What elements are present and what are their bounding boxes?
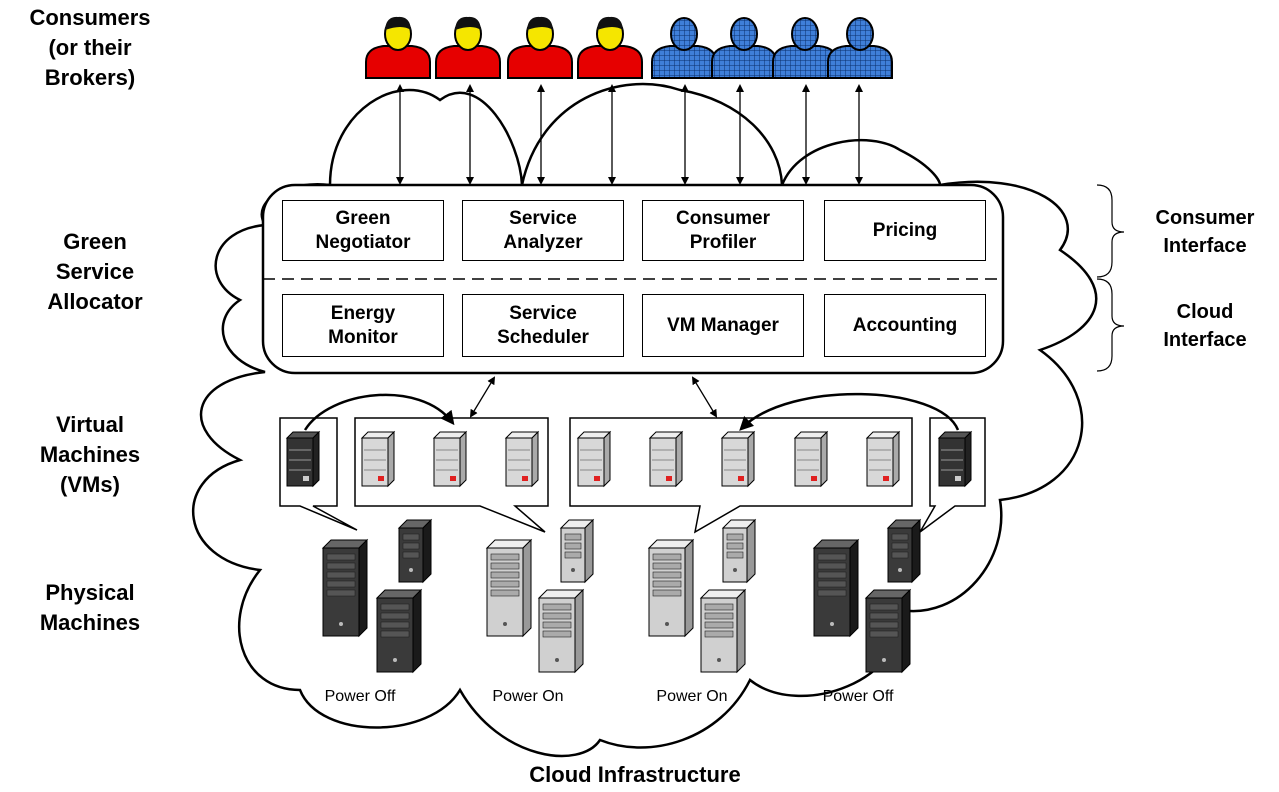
service-scheduler-module: Service Scheduler	[462, 294, 624, 357]
allocator-vm-arrow-right	[691, 376, 718, 418]
vm-server	[865, 430, 901, 488]
consumer-icon	[577, 16, 643, 79]
migration-arrow-right	[739, 392, 960, 431]
broker-icon	[651, 17, 717, 79]
migration-arrow-left	[303, 393, 455, 431]
consumer-interface-label: Consumer Interface	[1155, 207, 1255, 257]
consumer-icon	[507, 16, 573, 79]
vm-server	[504, 430, 540, 488]
server-tower-icon	[397, 518, 433, 584]
server-tower-icon	[886, 518, 922, 584]
consumer-icon	[365, 16, 431, 79]
broker-icon	[827, 17, 893, 79]
vm-servers	[285, 430, 973, 488]
consumer-icons	[365, 16, 893, 79]
consumer-interface-brace	[1096, 184, 1125, 278]
cloud-infrastructure-label: Cloud Infrastructure	[529, 762, 741, 787]
server-tower-icon	[485, 538, 533, 638]
consumer-icon	[435, 16, 501, 79]
consumers-label: Consumers (or their Brokers)	[29, 5, 151, 90]
pricing-module: Pricing	[824, 200, 986, 261]
vm-server	[720, 430, 756, 488]
power-state-4: Power Off	[822, 688, 894, 705]
power-state-3: Power On	[656, 688, 728, 705]
cloud-interface-brace	[1096, 278, 1125, 372]
green-service-allocator-label: Green Service Allocator	[47, 229, 143, 314]
consumer-arrows	[396, 84, 863, 185]
energy-monitor-module: Energy Monitor	[282, 294, 444, 357]
vm-server	[360, 430, 396, 488]
server-tower-icon	[647, 538, 695, 638]
server-tower-icon	[321, 538, 369, 638]
vm-manager-module: VM Manager	[642, 294, 804, 357]
vm-server	[793, 430, 829, 488]
server-tower-icon	[864, 588, 912, 674]
vm-server-dark	[937, 430, 973, 488]
allocator-vm-arrow-left	[469, 376, 496, 418]
power-state-2: Power On	[492, 688, 564, 705]
broker-icon	[711, 17, 777, 79]
virtual-machines-label: Virtual Machines (VMs)	[39, 412, 141, 497]
power-state-1: Power Off	[324, 688, 396, 705]
vm-server	[432, 430, 468, 488]
server-tower-icon	[812, 538, 860, 638]
vm-server	[576, 430, 612, 488]
server-tower-icon	[699, 588, 747, 674]
cloud-interface-label: Cloud Interface	[1163, 301, 1247, 351]
vm-server	[648, 430, 684, 488]
vm-server-dark	[285, 430, 321, 488]
server-tower-icon	[375, 588, 423, 674]
accounting-module: Accounting	[824, 294, 986, 357]
physical-towers	[321, 518, 922, 674]
server-tower-icon	[559, 518, 595, 584]
consumer-profiler-module: Consumer Profiler	[642, 200, 804, 261]
service-analyzer-module: Service Analyzer	[462, 200, 624, 261]
server-tower-icon	[721, 518, 757, 584]
server-tower-icon	[537, 588, 585, 674]
green-negotiator-module: Green Negotiator	[282, 200, 444, 261]
physical-machines-label: Physical Machines	[39, 580, 141, 635]
